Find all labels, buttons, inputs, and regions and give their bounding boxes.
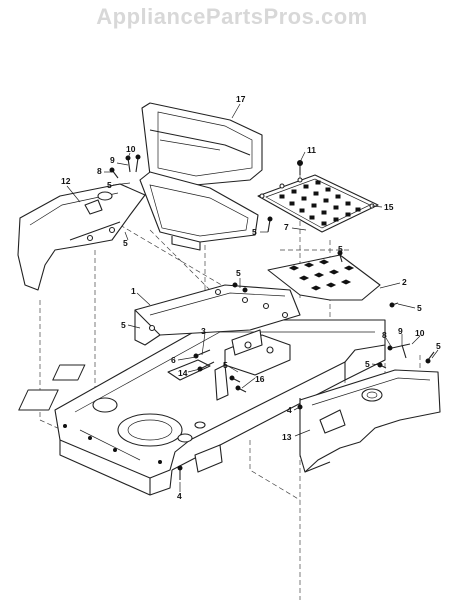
callout-11: 11 [307, 145, 316, 155]
callout-5-plate-left: 5 [121, 320, 126, 330]
callout-5-right-edge: 5 [417, 303, 422, 313]
callout-2: 2 [402, 277, 407, 287]
callout-5-plate-top: 5 [236, 268, 241, 278]
callout-1: 1 [131, 286, 136, 296]
floor-mat [257, 174, 379, 233]
seat [139, 102, 263, 251]
callout-5-seat-left: 5 [107, 180, 112, 190]
callout-5-mat: 5 [252, 227, 257, 237]
callout-9-right: 9 [398, 326, 403, 336]
left-fender [17, 183, 146, 291]
watermark: AppliancePartsPros.com [96, 4, 368, 29]
callout-5-cover-right: 5 [436, 341, 441, 351]
callout-15: 15 [384, 202, 394, 212]
callout-8-top: 8 [97, 166, 102, 176]
callout-4-bottom: 4 [177, 491, 182, 501]
callout-4-right: 4 [287, 405, 292, 415]
callout-9-top: 9 [110, 155, 115, 165]
callout-numbers: 17 11 10 9 8 12 5 5 15 7 5 5 5 2 5 1 5 3… [61, 94, 441, 501]
callout-12: 12 [61, 176, 71, 186]
callout-5-console: 5 [223, 360, 228, 370]
callout-10-top: 10 [126, 144, 136, 154]
callout-16: 16 [255, 374, 265, 384]
leader-lines [66, 103, 439, 492]
seat-plate [134, 284, 301, 346]
callout-10-right: 10 [415, 328, 425, 338]
callout-8-right: 8 [382, 330, 387, 340]
callout-17: 17 [236, 94, 246, 104]
callout-13: 13 [282, 432, 292, 442]
right-fender [267, 254, 381, 301]
callout-5-cover-left: 5 [365, 359, 370, 369]
callout-5-fender-right: 5 [338, 244, 343, 254]
console-bracket [214, 329, 291, 401]
right-fender-cover [299, 369, 441, 473]
callout-14: 14 [178, 368, 188, 378]
hardware [109, 154, 435, 480]
callout-7: 7 [284, 222, 289, 232]
callout-5-fender-left: 5 [123, 238, 128, 248]
callout-3: 3 [201, 326, 206, 336]
callout-6: 6 [171, 355, 176, 365]
